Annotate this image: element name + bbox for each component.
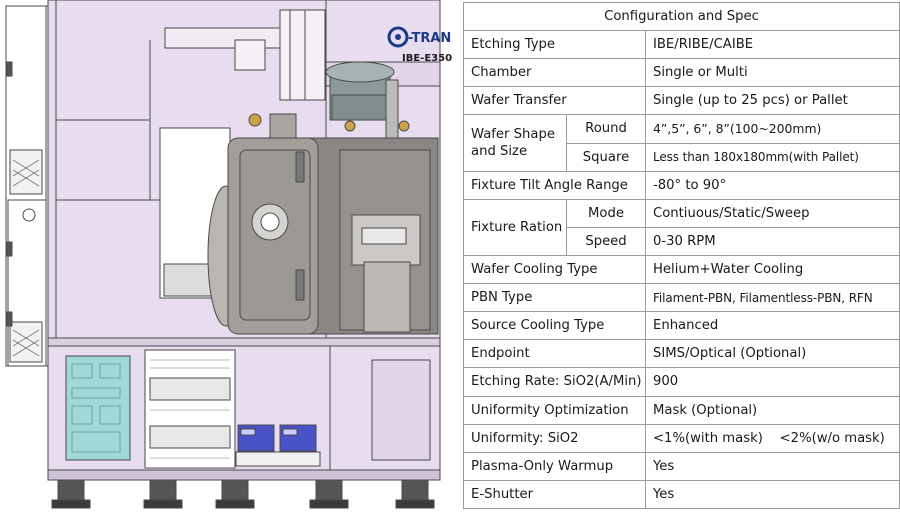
spec-value: Single or Multi xyxy=(645,58,900,88)
table-row: Etching Type IBE/RIBE/CAIBE xyxy=(463,30,900,60)
spec-label: Wafer Transfer xyxy=(463,86,646,116)
spec-value: <1%(with mask) <2%(w/o mask) xyxy=(645,423,900,453)
table-row: Wafer Transfer Single (up to 25 pcs) or … xyxy=(463,86,900,116)
spec-value: Contiuous/Static/Sweep xyxy=(645,198,900,228)
spec-header: Configuration and Spec xyxy=(463,1,900,32)
spec-value: Single (up to 25 pcs) or Pallet xyxy=(645,86,900,116)
spec-label: Uniformity: SiO2 xyxy=(463,423,646,453)
spec-sublabel: Round xyxy=(566,114,646,144)
spec-value: Enhanced xyxy=(645,311,900,341)
spec-value: Yes xyxy=(645,479,900,510)
table-row: Uniformity: SiO2 <1%(with mask) <2%(w/o … xyxy=(463,423,900,453)
machine-illustration: -TRAN IBE-E350 xyxy=(5,0,452,509)
spec-value: Yes xyxy=(645,451,900,481)
lifting-eye xyxy=(248,113,262,127)
table-row: Uniformity Optimization Mask (Optional) xyxy=(463,395,900,425)
spec-label: Fixture Tilt Angle Range xyxy=(463,170,646,200)
fan-lower xyxy=(9,321,43,363)
table-row: Chamber Single or Multi xyxy=(463,58,900,88)
spec-value: 0-30 RPM xyxy=(645,226,900,256)
table-row: Plasma-Only Warmup Yes xyxy=(463,451,900,481)
spec-value: Helium+Water Cooling xyxy=(645,254,900,285)
port-circle xyxy=(22,208,36,222)
spec-value: Mask (Optional) xyxy=(645,395,900,425)
table-row: Endpoint SIMS/Optical (Optional) xyxy=(463,339,900,369)
table-row: Source Cooling Type Enhanced xyxy=(463,311,900,341)
fan-upper xyxy=(9,149,43,195)
table-row: Speed 0-30 RPM xyxy=(464,226,900,256)
spec-value: Less than 180x180mm(with Pallet) xyxy=(645,142,900,172)
table-row: E-Shutter Yes xyxy=(463,479,900,510)
spec-value: SIMS/Optical (Optional) xyxy=(645,339,900,369)
spec-label: Chamber xyxy=(463,58,646,88)
spec-header-row: Configuration and Spec xyxy=(463,1,900,32)
spec-label: Plasma-Only Warmup xyxy=(463,451,646,481)
spec-label: Etching Type xyxy=(463,30,646,60)
spec-label: Endpoint xyxy=(463,339,646,369)
caster-wheels xyxy=(51,479,435,509)
table-row: Fixture Tilt Angle Range -80° to 90° xyxy=(463,170,900,200)
table-row: PBN Type Filament-PBN, Filamentless-PBN,… xyxy=(463,283,900,313)
spec-value: 4”,5”, 6”, 8”(100~200mm) xyxy=(645,114,900,144)
table-row: Wafer Cooling Type Helium+Water Cooling xyxy=(463,254,900,285)
spec-label: E-Shutter xyxy=(463,479,646,510)
table-row: Wafer Shape and Size Round 4”,5”, 6”, 8”… xyxy=(463,114,900,172)
ibe-e350-machine-drawing: -TRAN IBE-E350 xyxy=(5,0,452,509)
spec-sublabel: Square xyxy=(566,142,646,172)
spec-label: Fixture Ration xyxy=(463,198,567,256)
spec-value: 900 xyxy=(645,367,900,397)
spec-value: Filament-PBN, Filamentless-PBN, RFN xyxy=(645,283,900,313)
spec-label: Uniformity Optimization xyxy=(463,395,646,425)
spec-label: PBN Type xyxy=(463,283,646,313)
spec-label: Source Cooling Type xyxy=(463,311,646,341)
model-label: IBE-E350 xyxy=(402,53,452,64)
logo-text: -TRAN xyxy=(408,31,451,46)
spec-table: Configuration and Spec Etching Type IBE/… xyxy=(463,1,900,510)
spec-sublabel: Mode xyxy=(566,198,646,228)
spec-value: IBE/RIBE/CAIBE xyxy=(645,30,900,60)
teal-electrical-panel xyxy=(65,355,131,461)
table-row: Etching Rate: SiO2(A/Min) 900 xyxy=(463,367,900,397)
spec-label: Etching Rate: SiO2(A/Min) xyxy=(463,367,646,397)
spec-sublabel: Speed xyxy=(566,226,646,256)
ctran-logo: -TRAN IBE-E350 xyxy=(387,26,452,64)
table-row: Fixture Ration Mode Contiuous/Static/Swe… xyxy=(463,198,900,256)
spec-value: -80° to 90° xyxy=(645,170,900,200)
spec-label: Wafer Cooling Type xyxy=(463,254,646,285)
spec-label: Wafer Shape and Size xyxy=(463,114,567,172)
